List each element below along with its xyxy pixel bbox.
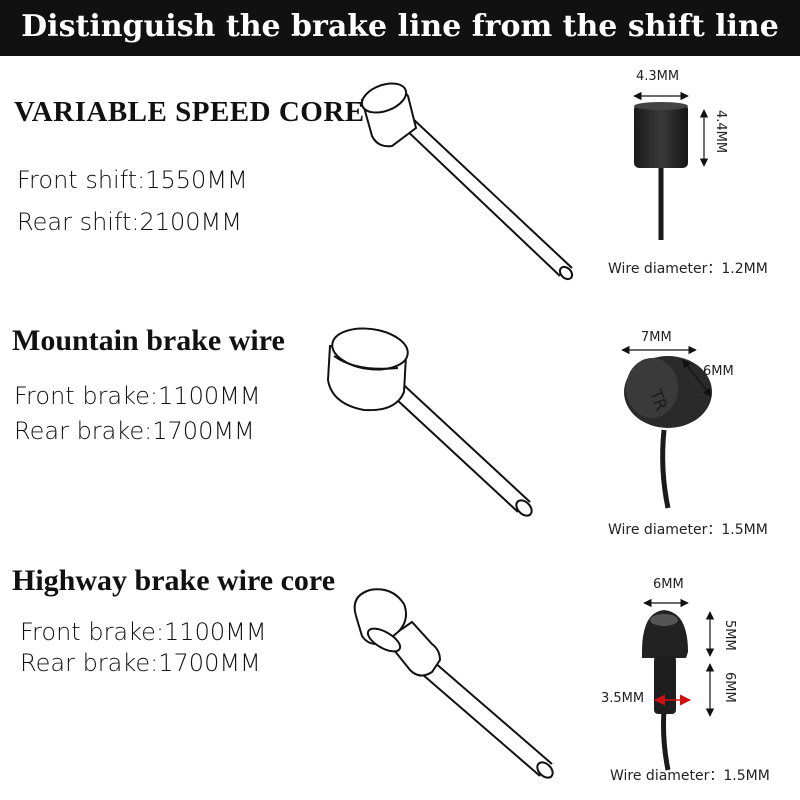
spec-front-brake-mountain: Front brake:1100MM (14, 382, 261, 410)
dim-neck-width-label-3: 3.5MM (601, 691, 645, 706)
wire-diameter-1: Wire diameter：1.2MM (608, 261, 768, 277)
spec-rear-brake-mountain: Rear brake:1700MM (14, 417, 255, 445)
section-title-variable-speed-core: VARIABLE SPEED CORE (14, 96, 365, 128)
title-banner: Distinguish the brake line from the shif… (0, 0, 800, 56)
section-title-mountain-brake-wire: Mountain brake wire (12, 324, 285, 357)
section-title-highway-brake-wire-core: Highway brake wire core (12, 564, 336, 597)
wire-diameter-2: Wire diameter：1.5MM (608, 522, 768, 538)
dim-width-label-2: 7MM (641, 330, 672, 345)
dim-width-label-3: 6MM (653, 577, 684, 592)
spec-front-brake-highway: Front brake:1100MM (20, 618, 267, 646)
dim-width-label-1: 4.3MM (636, 69, 680, 84)
variable-speed-core-drawing (360, 82, 574, 281)
spec-front-shift: Front shift:1550MM (17, 166, 248, 194)
variable-speed-core-photo (633, 91, 709, 240)
mountain-brake-wire-photo: TR (621, 345, 712, 509)
dim-height-label-2: 6MM (703, 364, 734, 379)
highway-brake-wire-photo (642, 598, 715, 771)
dim-height-label-1: 4.4MM (713, 110, 728, 154)
wire-diameter-3: Wire diameter：1.5MM (610, 768, 770, 784)
page-title: Distinguish the brake line from the shif… (21, 9, 779, 44)
highway-brake-wire-drawing (353, 588, 554, 779)
dim-height-label-3: 5MM (722, 620, 737, 651)
spec-rear-shift: Rear shift:2100MM (17, 208, 242, 236)
dim-neck-height-label-3: 6MM (722, 672, 737, 703)
spec-rear-brake-highway: Rear brake:1700MM (20, 649, 261, 677)
mountain-brake-wire-drawing (326, 327, 533, 517)
